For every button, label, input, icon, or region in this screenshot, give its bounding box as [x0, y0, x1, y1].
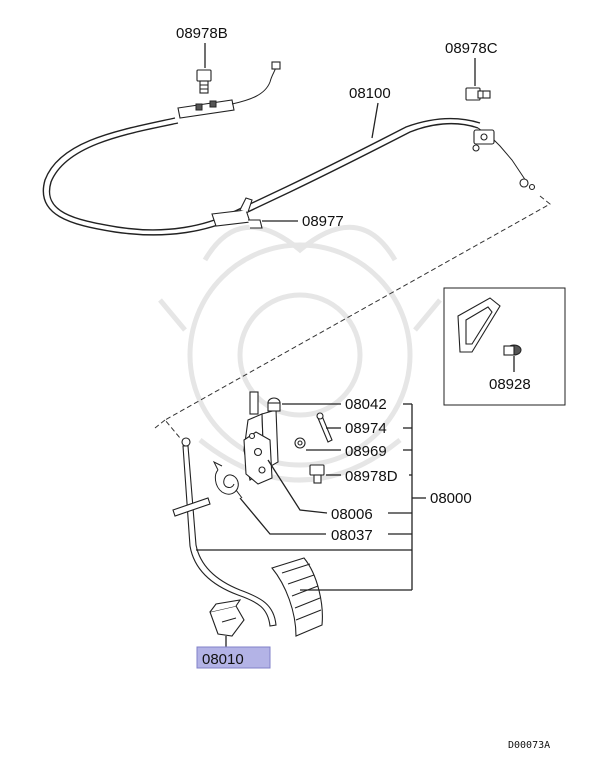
highlight-box-08010: [196, 646, 271, 669]
inset-box-08928: [443, 287, 566, 406]
dashed-connection: [164, 195, 551, 439]
label-08010[interactable]: 08010: [202, 651, 244, 668]
pedal-pad[interactable]: [271, 557, 323, 637]
label-08100[interactable]: 08100: [349, 85, 391, 102]
dashed-connection-2: [154, 419, 166, 429]
label-08974[interactable]: 08974: [345, 420, 387, 437]
bushing-08042[interactable]: [267, 397, 281, 412]
label-08977[interactable]: 08977: [302, 213, 344, 230]
return-spring-08037[interactable]: [212, 460, 243, 499]
label-08037[interactable]: 08037: [331, 527, 373, 544]
label-08000[interactable]: 08000: [430, 490, 472, 507]
pin-08974[interactable]: [316, 412, 333, 443]
label-08042[interactable]: 08042: [345, 396, 387, 413]
label-08928[interactable]: 08928: [489, 376, 531, 393]
pedal-leaders: [196, 403, 426, 591]
bolt-08978D[interactable]: [309, 464, 325, 484]
bolt-08978C[interactable]: [465, 87, 491, 101]
leader-08100: [371, 102, 379, 139]
pedal-arm[interactable]: [172, 437, 277, 627]
diagram-code: D00073A: [508, 740, 550, 751]
cable-upper-bracket: [177, 61, 281, 119]
label-08006[interactable]: 08006: [331, 506, 373, 523]
bolt-08978B[interactable]: [196, 69, 212, 94]
accelerator-cable-08100[interactable]: [42, 117, 536, 236]
label-08969[interactable]: 08969: [345, 443, 387, 460]
watermark-emblem: [158, 224, 442, 483]
label-08978C[interactable]: 08978C: [445, 40, 498, 57]
cable-clip-08977[interactable]: [211, 197, 263, 229]
pedal-stopper-08010[interactable]: [209, 599, 245, 637]
washer-08969[interactable]: [294, 437, 306, 449]
clip-08928[interactable]: [503, 344, 522, 356]
label-08978B[interactable]: 08978B: [176, 25, 228, 42]
label-08978D[interactable]: 08978D: [345, 468, 398, 485]
pedal-bracket-08006[interactable]: [243, 391, 279, 485]
